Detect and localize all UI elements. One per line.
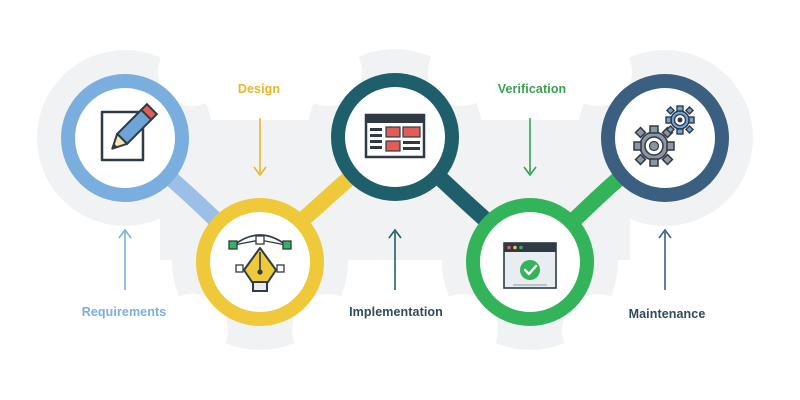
- browser-window-icon: [364, 113, 426, 159]
- label-design: Design: [237, 82, 281, 96]
- pen-tool-icon: [228, 234, 292, 292]
- checkmark-window-icon: [503, 242, 557, 289]
- gears-icon: [633, 105, 695, 167]
- label-requirements: Requirements: [81, 305, 167, 319]
- arrow-design: [253, 118, 267, 177]
- arrow-verification: [523, 118, 537, 177]
- arrow-implementation: [388, 228, 402, 290]
- small-gear: [665, 105, 695, 135]
- label-verification: Verification: [497, 82, 567, 96]
- arrow-requirements: [118, 228, 132, 290]
- label-implementation: Implementation: [349, 305, 443, 319]
- arrow-maintenance: [658, 228, 672, 290]
- pencil-document-icon: [100, 102, 159, 162]
- label-maintenance: Maintenance: [628, 307, 706, 321]
